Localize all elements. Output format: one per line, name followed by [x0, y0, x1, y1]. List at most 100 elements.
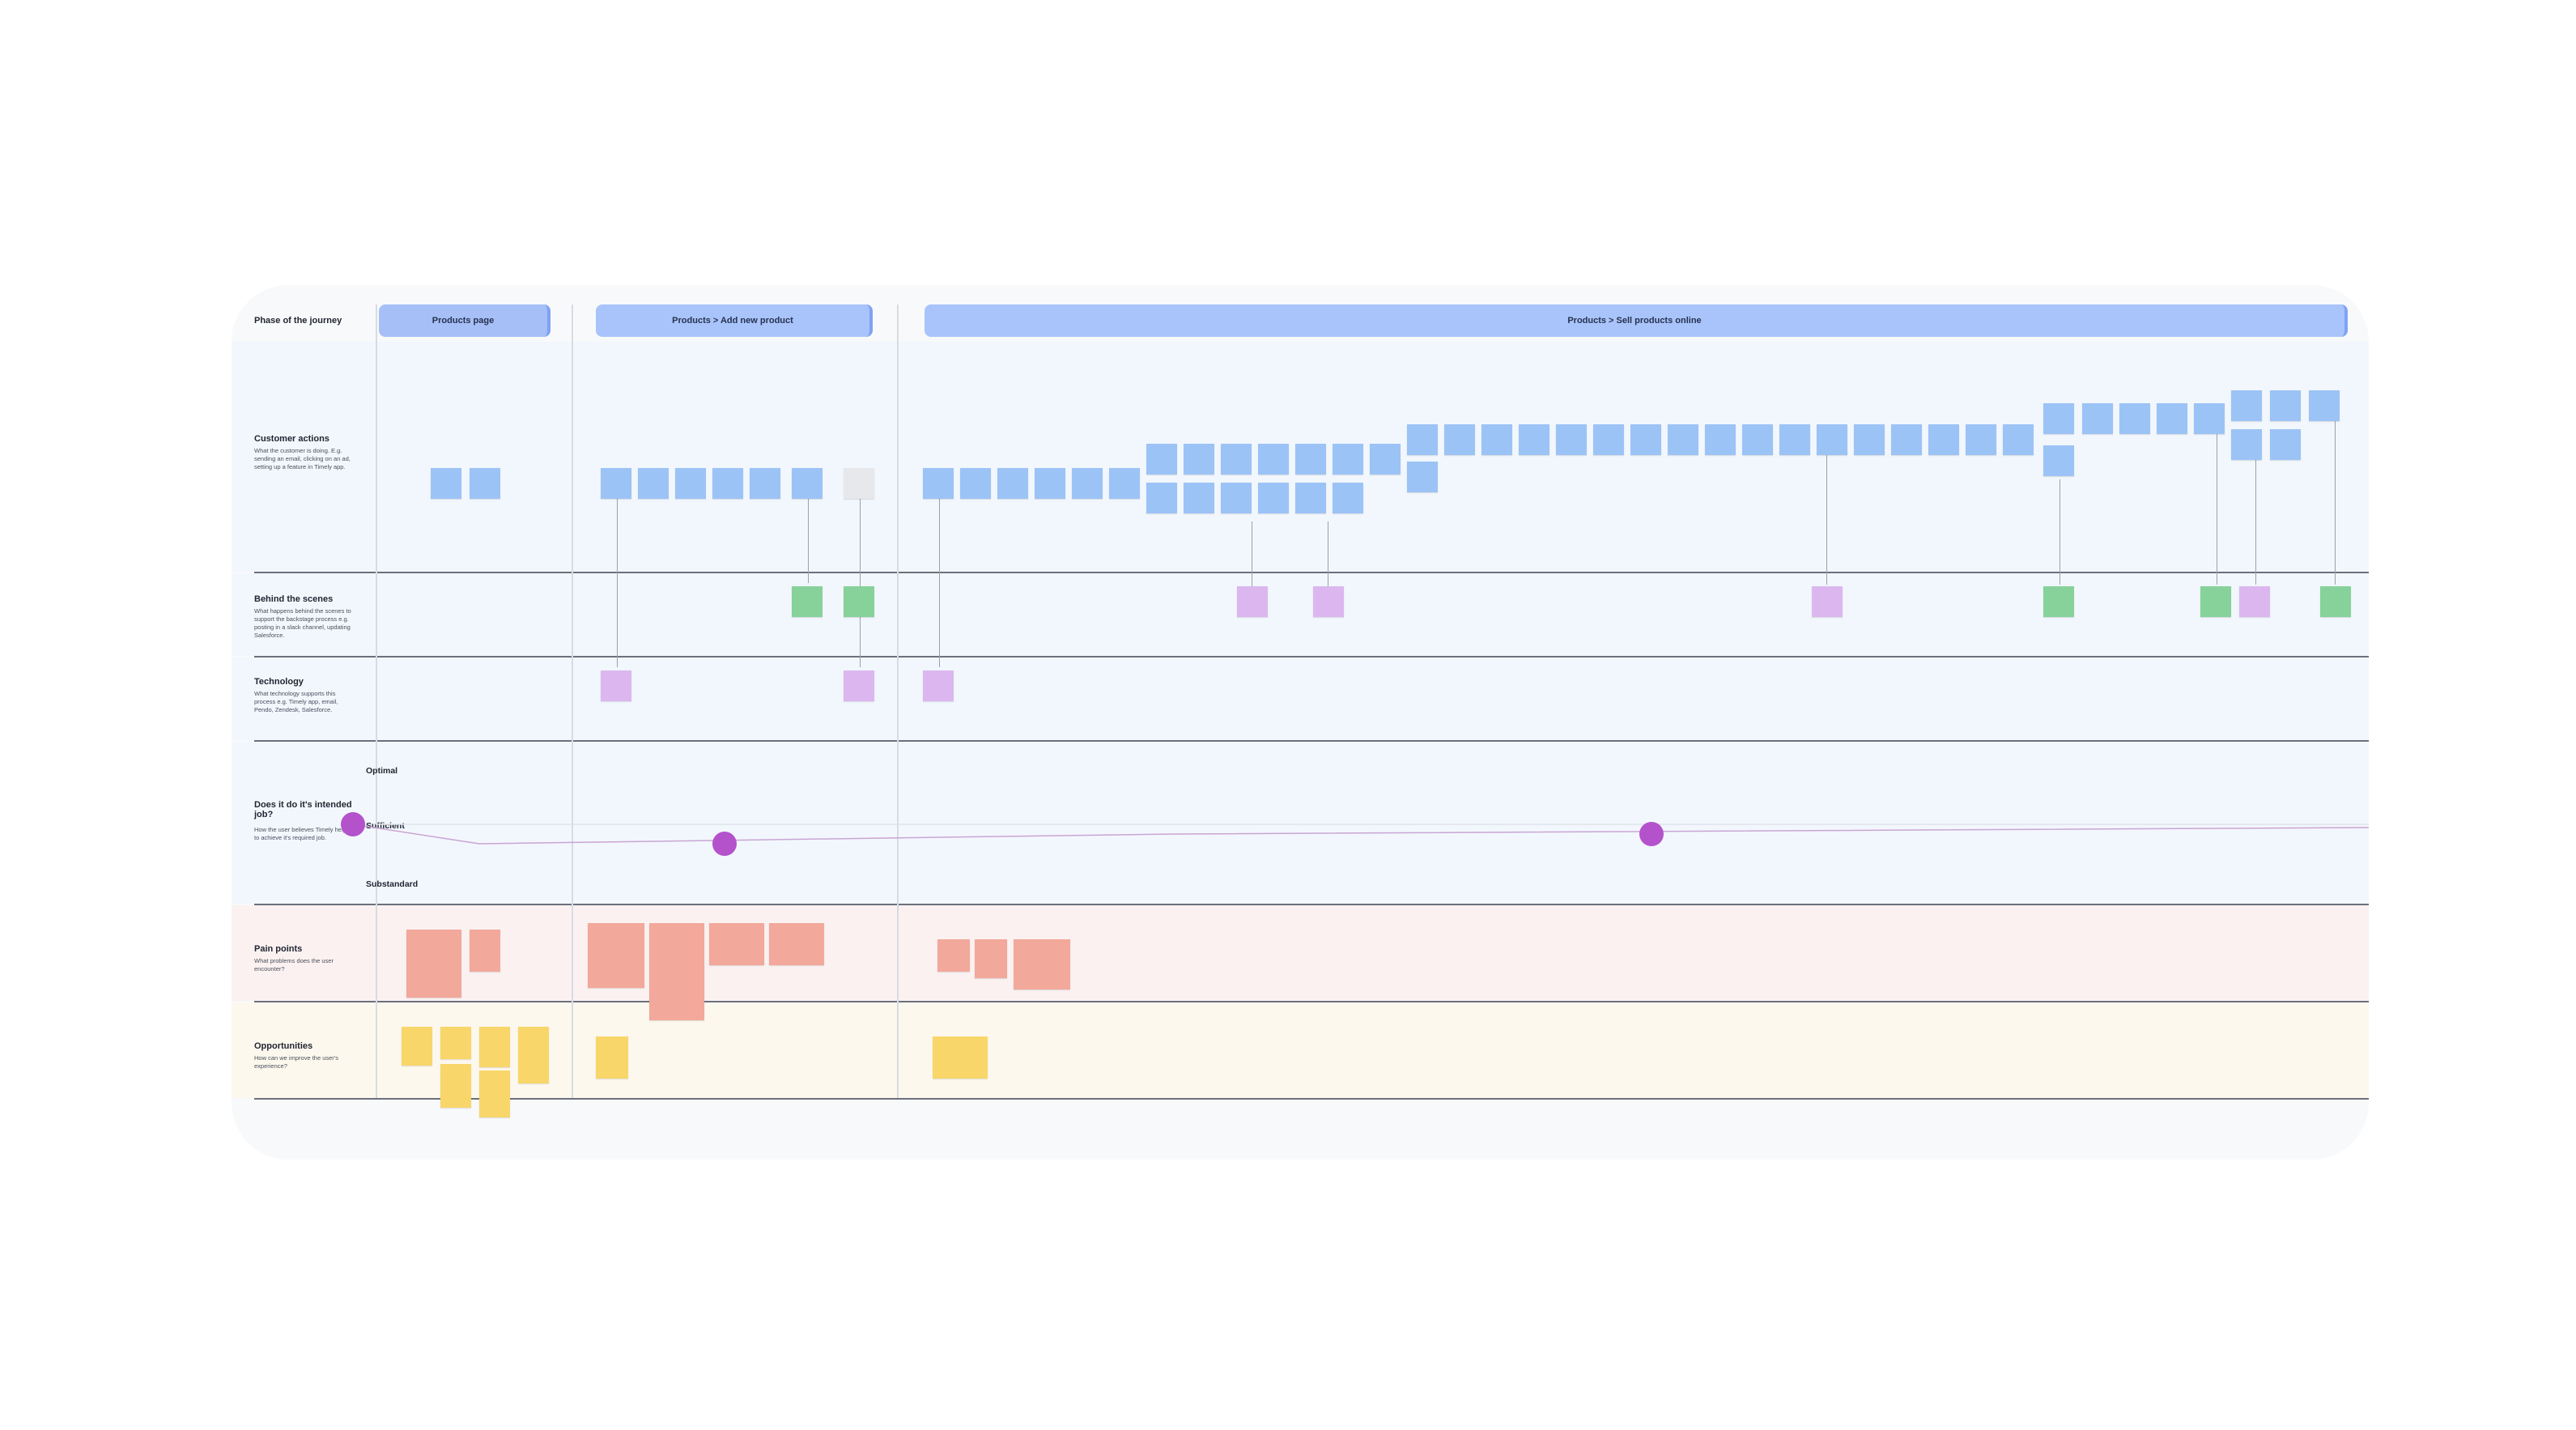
sticky-note[interactable]	[1109, 468, 1140, 499]
sticky-note[interactable]	[1407, 462, 1438, 492]
sticky-note[interactable]	[844, 468, 874, 499]
sticky-note[interactable]	[923, 670, 954, 701]
sticky-note[interactable]	[975, 939, 1007, 978]
connector-line	[617, 489, 618, 667]
sticky-note[interactable]	[601, 670, 631, 701]
sticky-note[interactable]	[2231, 390, 2262, 421]
sticky-note[interactable]	[2043, 403, 2074, 434]
customer-actions-title: Customer actions	[254, 434, 329, 444]
sticky-note[interactable]	[2003, 424, 2034, 455]
sticky-note[interactable]	[479, 1027, 510, 1067]
sticky-note[interactable]	[1854, 424, 1885, 455]
technology-title: Technology	[254, 677, 304, 687]
sticky-note[interactable]	[2309, 390, 2340, 421]
sticky-note[interactable]	[844, 670, 874, 701]
sticky-note[interactable]	[1891, 424, 1922, 455]
sticky-note[interactable]	[2200, 586, 2231, 617]
sticky-note[interactable]	[1370, 444, 1401, 475]
sticky-note[interactable]	[440, 1064, 471, 1108]
sticky-note[interactable]	[997, 468, 1028, 499]
sticky-note[interactable]	[1812, 586, 1843, 617]
sticky-note[interactable]	[1444, 424, 1475, 455]
sticky-note[interactable]	[1146, 444, 1177, 475]
sticky-note[interactable]	[1258, 444, 1289, 475]
technology-desc: What technology supports this process e.…	[254, 690, 338, 713]
column-divider	[897, 304, 899, 1098]
sticky-note[interactable]	[588, 923, 644, 988]
technology-lane	[232, 658, 2369, 740]
sticky-note[interactable]	[675, 468, 706, 499]
sticky-note[interactable]	[1668, 424, 1698, 455]
sticky-note[interactable]	[1966, 424, 1996, 455]
sticky-note[interactable]	[2043, 445, 2074, 476]
sticky-note[interactable]	[1705, 424, 1736, 455]
sticky-note[interactable]	[960, 468, 991, 499]
sticky-note[interactable]	[1184, 483, 1214, 513]
sticky-note[interactable]	[933, 1036, 988, 1079]
sticky-note[interactable]	[2082, 403, 2113, 434]
connector-line	[2255, 455, 2256, 585]
intended-job-desc: How the user believes Timely helps to ac…	[254, 826, 350, 841]
phase-row-label: Phase of the journey	[254, 316, 342, 326]
sticky-note[interactable]	[1519, 424, 1549, 455]
sticky-note[interactable]	[1295, 483, 1326, 513]
sticky-note[interactable]	[923, 468, 954, 499]
sticky-note[interactable]	[638, 468, 669, 499]
sticky-note[interactable]	[2043, 586, 2074, 617]
sticky-note[interactable]	[1146, 483, 1177, 513]
sticky-note[interactable]	[1742, 424, 1773, 455]
sticky-note[interactable]	[470, 930, 500, 972]
sticky-note[interactable]	[2320, 586, 2351, 617]
sticky-note[interactable]	[1035, 468, 1065, 499]
sticky-note[interactable]	[1407, 424, 1438, 455]
sticky-note[interactable]	[440, 1027, 471, 1059]
connector-line	[939, 489, 940, 667]
sticky-note[interactable]	[649, 923, 704, 1020]
sticky-note[interactable]	[1221, 483, 1252, 513]
sticky-note[interactable]	[406, 930, 461, 998]
sticky-note[interactable]	[1313, 586, 1344, 617]
sticky-note[interactable]	[937, 939, 970, 972]
sticky-note[interactable]	[1817, 424, 1847, 455]
sticky-note[interactable]	[470, 468, 500, 499]
phase-add-new-product: Products > Add new product	[596, 304, 873, 337]
sticky-note[interactable]	[1295, 444, 1326, 475]
sticky-note[interactable]	[1333, 444, 1363, 475]
job-rating-dot	[1639, 822, 1664, 846]
sticky-note[interactable]	[1630, 424, 1661, 455]
sticky-note[interactable]	[601, 468, 631, 499]
sticky-note[interactable]	[712, 468, 743, 499]
sticky-note[interactable]	[1221, 444, 1252, 475]
sticky-note[interactable]	[2157, 403, 2187, 434]
sticky-note[interactable]	[2239, 586, 2270, 617]
sticky-note[interactable]	[431, 468, 461, 499]
sticky-note[interactable]	[750, 468, 780, 499]
sticky-note[interactable]	[1928, 424, 1959, 455]
sticky-note[interactable]	[709, 923, 764, 965]
sticky-note[interactable]	[1333, 483, 1363, 513]
sticky-note[interactable]	[1258, 483, 1289, 513]
sticky-note[interactable]	[1593, 424, 1624, 455]
sticky-note[interactable]	[2119, 403, 2150, 434]
sticky-note[interactable]	[1237, 586, 1268, 617]
sticky-note[interactable]	[1779, 424, 1810, 455]
sticky-note[interactable]	[2231, 429, 2262, 460]
sticky-note[interactable]	[1014, 939, 1070, 990]
sticky-note[interactable]	[1072, 468, 1103, 499]
sticky-note[interactable]	[1184, 444, 1214, 475]
sticky-note[interactable]	[2270, 429, 2301, 460]
sticky-note[interactable]	[2270, 390, 2301, 421]
sticky-note[interactable]	[769, 923, 824, 965]
sticky-note[interactable]	[1556, 424, 1587, 455]
sticky-note[interactable]	[402, 1027, 432, 1066]
sticky-note[interactable]	[479, 1070, 510, 1117]
sticky-note[interactable]	[596, 1036, 628, 1079]
sticky-note[interactable]	[518, 1027, 549, 1083]
sticky-note[interactable]	[792, 468, 823, 499]
connector-line	[1826, 455, 1827, 585]
sticky-note[interactable]	[1481, 424, 1512, 455]
sticky-note[interactable]	[792, 586, 823, 617]
sticky-note[interactable]	[2194, 403, 2225, 434]
sticky-note[interactable]	[844, 586, 874, 617]
row-divider	[254, 740, 2369, 742]
